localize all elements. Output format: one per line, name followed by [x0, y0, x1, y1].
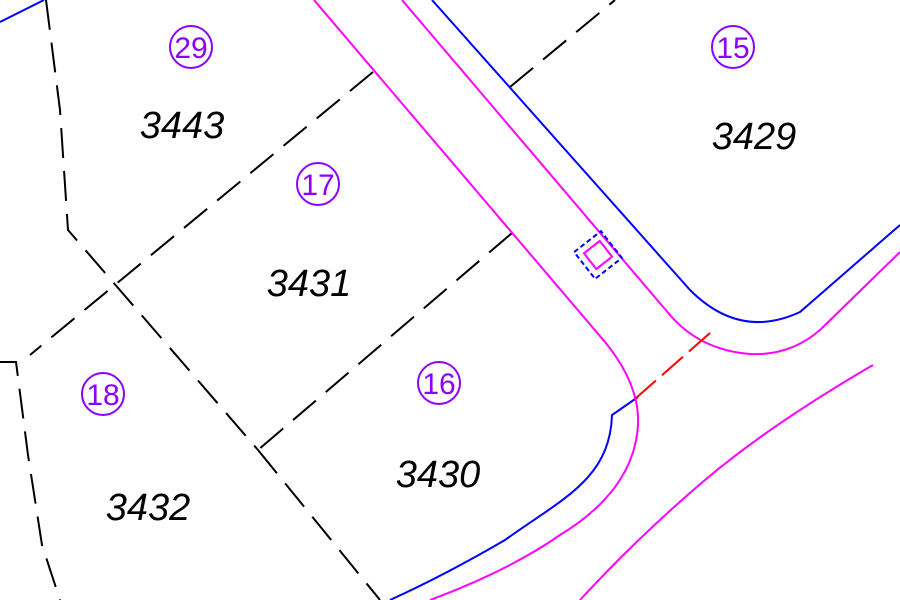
house-number-15: 15 [711, 25, 755, 69]
house-number-17: 17 [296, 162, 340, 206]
house-number-18-label: 18 [86, 379, 119, 412]
house-number-29-label: 29 [174, 32, 207, 65]
building-line-3431-3430 [313, 0, 640, 600]
manhole-square-icon [572, 229, 624, 281]
road-edge-top-left [0, 0, 45, 23]
building-line-3429 [401, 0, 900, 356]
parcel-number-3431: 3431 [267, 263, 352, 305]
parcel-boundaries [0, 0, 616, 600]
house-number-16: 16 [417, 361, 461, 405]
parcel-number-3430: 3430 [396, 454, 481, 496]
parcel-number-3432: 3432 [106, 487, 191, 529]
road-edge-3429 [431, 0, 900, 323]
house-number-17-label: 17 [301, 169, 334, 202]
house-number-18: 18 [81, 372, 125, 416]
building-line-lower-right [579, 364, 874, 600]
parcel-boundary-3443-3431 [29, 71, 374, 356]
house-number-29: 29 [169, 25, 213, 69]
parcel-number-3443: 3443 [140, 105, 225, 147]
parcel-boundary-3431-3430 [257, 232, 513, 451]
parcel-boundary-3432-west [0, 361, 61, 600]
red-marker-line [635, 332, 711, 399]
house-number-15-label: 15 [716, 32, 749, 65]
parcel-boundary-west-3443 [45, 0, 259, 451]
parcel-boundary-3430-3432 [257, 449, 381, 600]
parcel-boundary-3429-northwest [509, 0, 616, 88]
road-edge-3430 [389, 396, 639, 600]
building-lines [313, 0, 900, 600]
house-number-16-label: 16 [422, 368, 455, 401]
parcel-number-3429: 3429 [712, 116, 797, 158]
